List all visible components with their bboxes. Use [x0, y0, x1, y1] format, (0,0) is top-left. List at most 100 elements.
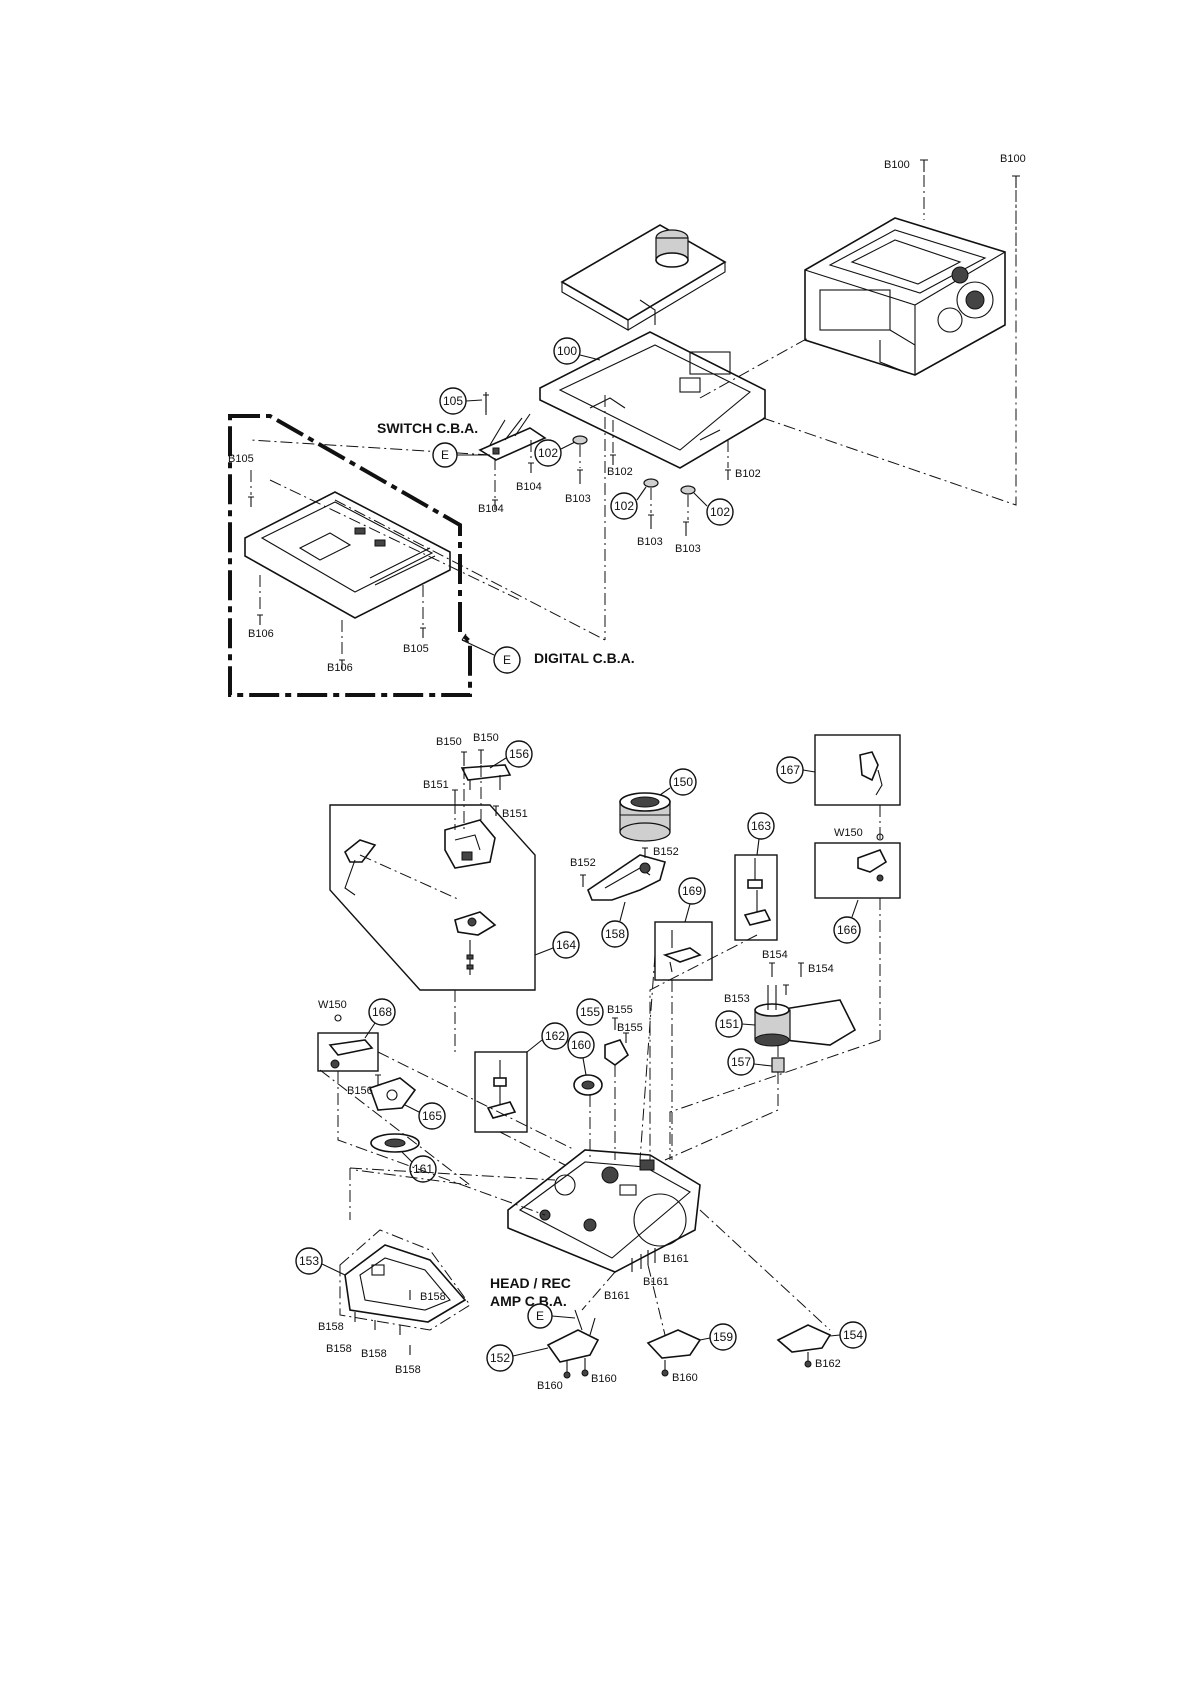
assembly-163-frame	[734, 854, 778, 941]
label-w150-right: W150	[834, 827, 863, 839]
mechanism-assembly	[804, 217, 1006, 376]
motor-151	[754, 985, 857, 1047]
screw-b102-left	[610, 454, 616, 465]
label-b152-right: B152	[653, 846, 679, 858]
screw-b154-right	[798, 962, 804, 977]
label-b105-bottom: B105	[403, 643, 429, 655]
cassette-cover	[560, 224, 727, 331]
washer-102-left	[572, 435, 588, 445]
head-drum-150	[619, 792, 671, 842]
callout-150: 150	[669, 768, 697, 796]
callout-164: 164	[552, 931, 580, 959]
screws-b158	[354, 1290, 411, 1355]
callout-152: 152	[486, 1344, 514, 1372]
label-b158-d: B158	[361, 1348, 387, 1360]
label-b104-left: B104	[478, 503, 504, 515]
label-b162: B162	[815, 1358, 841, 1370]
screw-b105-top	[248, 496, 254, 507]
part-169	[662, 930, 702, 973]
part-162	[486, 1060, 517, 1119]
svg-text:E: E	[536, 1309, 544, 1323]
screw-b162	[804, 1352, 812, 1368]
svg-text:152: 152	[490, 1351, 510, 1365]
label-b100-right: B100	[1000, 153, 1026, 165]
part-166	[857, 849, 888, 882]
svg-text:153: 153	[299, 1254, 319, 1268]
assembly-167-frame	[814, 734, 901, 806]
label-b103-right: B103	[675, 543, 701, 555]
part-159	[646, 1329, 702, 1359]
label-b153: B153	[724, 993, 750, 1005]
svg-text:166: 166	[837, 923, 857, 937]
part-168	[328, 1039, 374, 1069]
screw-b100-right	[1012, 175, 1020, 188]
callout-165: 165	[418, 1102, 446, 1130]
screw-b106-bottom	[339, 659, 345, 670]
label-b161-c: B161	[604, 1290, 630, 1302]
svg-text:162: 162	[545, 1029, 565, 1043]
svg-text:102: 102	[710, 505, 730, 519]
svg-text:105: 105	[443, 394, 463, 408]
screw-b152-right	[642, 847, 648, 858]
label-b156: B156	[347, 1085, 373, 1097]
callout-102-mid: 102	[610, 492, 638, 520]
svg-text:163: 163	[751, 819, 771, 833]
chassis-plate	[539, 331, 766, 469]
label-b154-right: B154	[808, 963, 834, 975]
screws-b161	[631, 1248, 656, 1272]
screw-b100-left	[920, 159, 928, 172]
svg-text:167: 167	[780, 763, 800, 777]
part-156	[460, 764, 512, 790]
gear-161	[370, 1133, 420, 1153]
svg-text:169: 169	[682, 884, 702, 898]
part-153-bracket	[339, 1229, 471, 1331]
callout-158: 158	[601, 920, 629, 948]
screw-b156	[375, 1074, 381, 1085]
switch-board	[478, 413, 547, 461]
digital-cba-label: DIGITAL C.B.A.	[534, 650, 635, 666]
label-b151-b: B151	[502, 808, 528, 820]
washer-102-right	[680, 485, 696, 495]
callout-159: 159	[709, 1323, 737, 1351]
assembly-162-frame	[474, 1051, 528, 1133]
screw-b104-right	[528, 462, 534, 473]
svg-text:E: E	[503, 653, 511, 667]
svg-text:161: 161	[413, 1162, 433, 1176]
screw-b151-b	[493, 805, 499, 816]
svg-text:159: 159	[713, 1330, 733, 1344]
label-b100-left: B100	[884, 159, 910, 171]
screw-b151-a	[452, 789, 458, 802]
label-b103-mid: B103	[637, 536, 663, 548]
screw-b155-a	[612, 1017, 618, 1030]
screw-b103-left	[577, 469, 583, 484]
screw-b103-mid	[648, 514, 654, 529]
screw-b152-left	[580, 874, 586, 887]
svg-text:151: 151	[719, 1017, 739, 1031]
callout-168: 168	[368, 998, 396, 1026]
assembly-164-frame	[329, 804, 536, 991]
screw-b160-right	[661, 1360, 669, 1377]
label-b151-a: B151	[423, 779, 449, 791]
assembly-166-frame	[814, 842, 901, 899]
label-b105-top: B105	[228, 453, 254, 465]
callout-166: 166	[833, 916, 861, 944]
svg-text:102: 102	[538, 446, 558, 460]
screw-b153	[783, 984, 789, 995]
screw-b154-left	[769, 962, 775, 977]
part-152	[546, 1309, 600, 1363]
switch-cba-label: SWITCH C.B.A.	[377, 420, 478, 436]
label-b104-right: B104	[516, 481, 542, 493]
svg-text:168: 168	[372, 1005, 392, 1019]
svg-text:156: 156	[509, 747, 529, 761]
callout-e-head: E	[527, 1303, 553, 1329]
screw-b102-right	[725, 469, 731, 480]
label-b106-left: B106	[248, 628, 274, 640]
label-b158-b: B158	[318, 1321, 344, 1333]
washer-102-mid	[643, 478, 659, 488]
callout-160: 160	[567, 1031, 595, 1059]
screw-105	[483, 394, 489, 415]
label-b161-a: B161	[663, 1253, 689, 1265]
head-rec-label-line2: AMP C.B.A.	[490, 1293, 567, 1309]
callout-163: 163	[747, 812, 775, 840]
